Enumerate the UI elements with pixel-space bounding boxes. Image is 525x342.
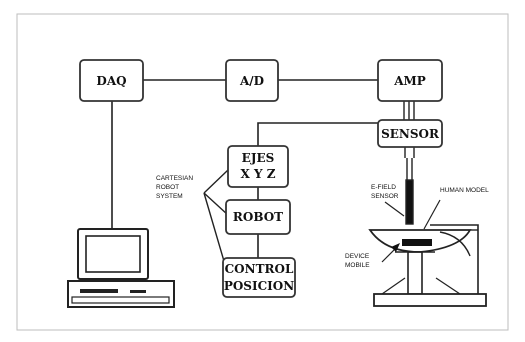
sensor-block: SENSOR xyxy=(377,119,443,148)
sensor-probe xyxy=(404,146,415,225)
cartesian-bracket xyxy=(203,169,229,269)
ad-block: A/D xyxy=(225,59,279,102)
device-arrowhead xyxy=(391,243,400,252)
device-label-line1: DEVICE xyxy=(345,253,370,260)
daq-block: DAQ xyxy=(79,59,144,102)
efield-label-line1: E-FIELD xyxy=(371,184,396,191)
efield-label-line2: SENSOR xyxy=(371,193,399,200)
control-label-line1: CONTROL xyxy=(225,262,294,276)
ejes-label-line2: X Y Z xyxy=(241,167,276,181)
amp-sensor-wires xyxy=(403,100,415,120)
cartesian-label-line1: CARTESIAN xyxy=(156,175,193,182)
cartesian-label-line2: ROBOT xyxy=(156,184,179,191)
ad-label: A/D xyxy=(239,74,264,88)
robot-label: ROBOT xyxy=(233,210,283,224)
sensor-to-ejes-line xyxy=(257,122,378,146)
cartesian-label-line3: SYSTEM xyxy=(156,193,183,200)
control-label-line2: POSICION xyxy=(224,279,294,293)
daq-label: DAQ xyxy=(96,74,126,88)
ejes-block: EJES X Y Z xyxy=(227,145,289,188)
connections xyxy=(111,79,378,258)
diagram-frame xyxy=(16,13,509,331)
stand-column xyxy=(407,251,423,295)
amp-block: AMP xyxy=(377,59,443,102)
human-model-label: HUMAN MODEL xyxy=(440,187,489,194)
human-model-arc xyxy=(439,231,471,257)
control-block: CONTROL POSICION xyxy=(222,257,296,298)
efield-pointer xyxy=(384,201,405,217)
device-mobile xyxy=(402,239,432,246)
device-label-line2: MOBILE xyxy=(345,262,370,269)
annotation-pointers xyxy=(381,199,441,263)
human-model-pointer xyxy=(423,199,441,230)
computer-icon xyxy=(67,228,175,308)
amp-label: AMP xyxy=(393,74,426,88)
human-model-stand xyxy=(368,224,487,307)
sensor-label: SENSOR xyxy=(381,127,440,141)
ejes-label-line1: EJES xyxy=(242,151,275,165)
robot-block: ROBOT xyxy=(225,199,291,235)
stand-base xyxy=(373,293,487,307)
stand-arm xyxy=(430,224,479,300)
